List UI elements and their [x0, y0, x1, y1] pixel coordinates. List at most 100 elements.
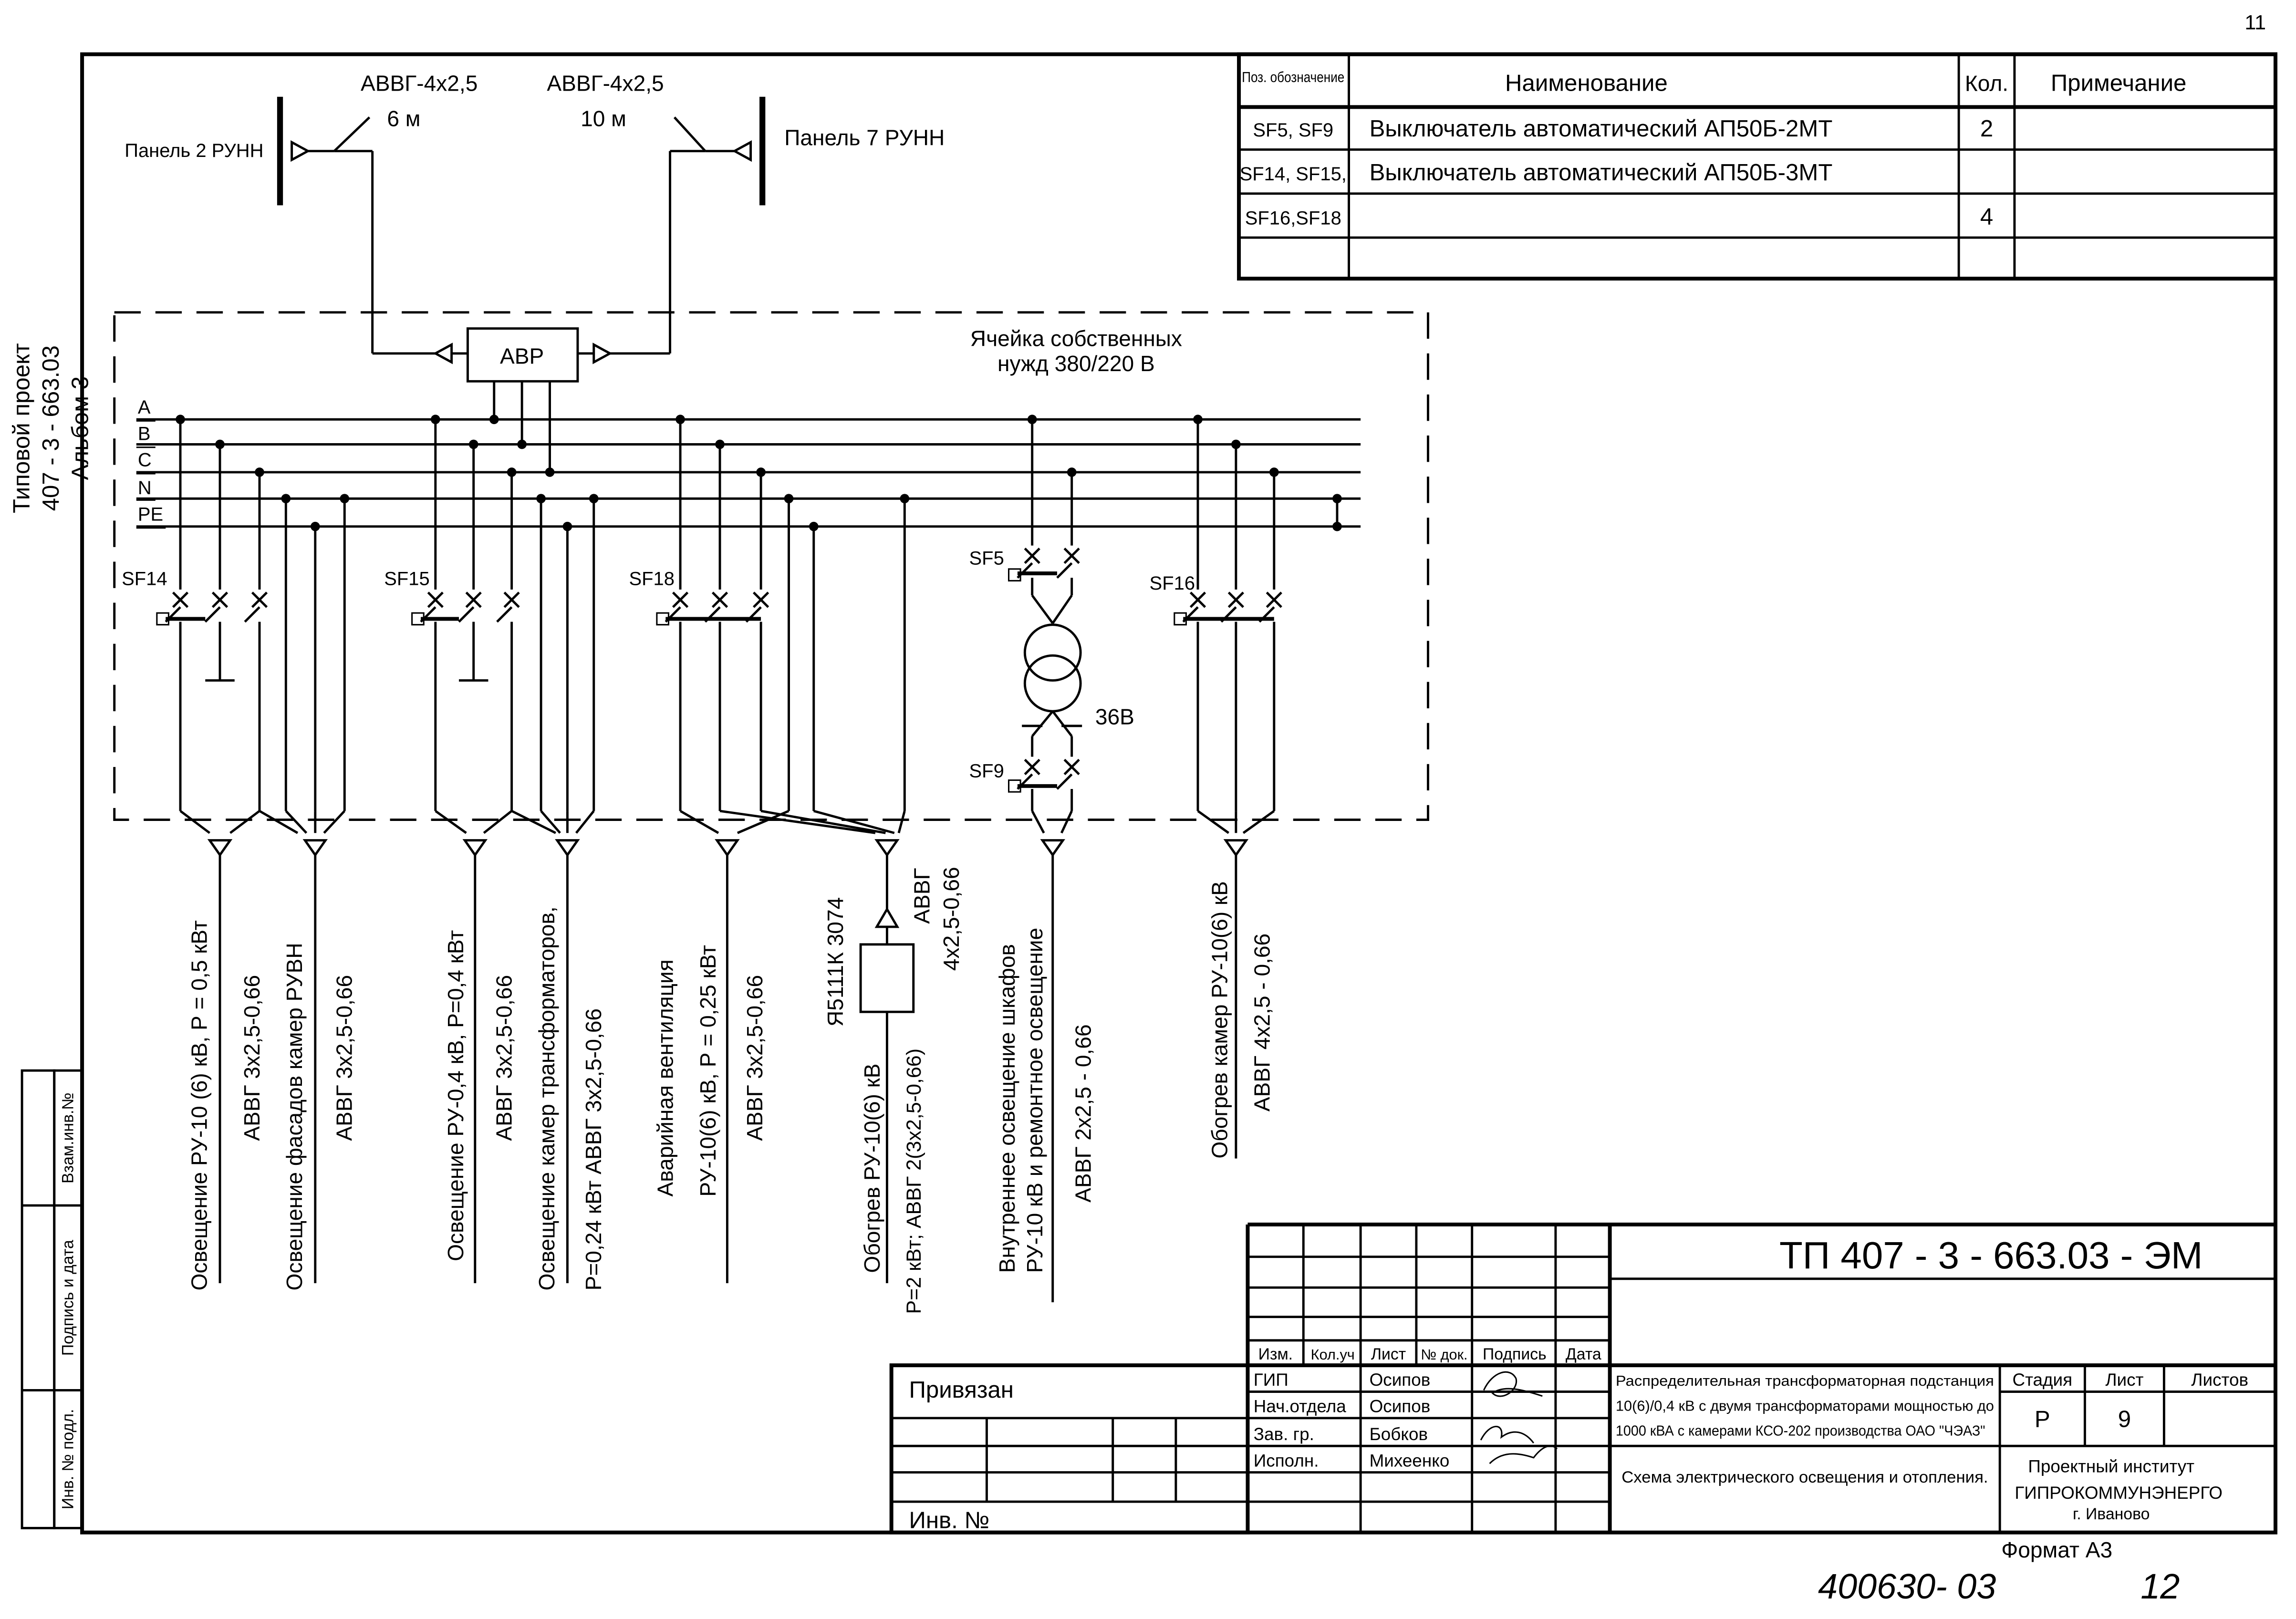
busbars: A B C N PE — [136, 397, 1361, 531]
sf14-label: SF14 — [122, 569, 167, 590]
load-3-label: Освещение РУ-0,4 кВ, Р=0,4 кВт — [443, 930, 468, 1261]
handwritten-page: 12 — [2140, 1567, 2180, 1606]
name-ispoln: Михеенко — [1370, 1451, 1450, 1470]
feeder-right: Панель 7 РУНН АВВГ-4х2,5 10 м — [547, 71, 945, 353]
cable1-length: 6 м — [387, 106, 420, 131]
bus-label-b: B — [138, 423, 151, 444]
panel-left-label: Панель 2 РУНН — [125, 140, 263, 161]
role-zav: Зав. гр. — [1254, 1424, 1314, 1444]
spec-row3-qty: 4 — [1980, 203, 1993, 229]
feeder-left: Панель 2 РУНН АВВГ-4х2,5 6 м — [125, 71, 478, 353]
name-nach: Осипов — [1370, 1397, 1431, 1416]
page-number: 11 — [2244, 11, 2266, 34]
description-line1: Распределительная трансформаторная подст… — [1616, 1372, 1994, 1389]
spec-row2-pos: SF14, SF15, — [1240, 164, 1347, 185]
sheet-value: 9 — [2118, 1406, 2131, 1432]
load-6-cable-a: АВВГ — [910, 868, 935, 924]
name-zav: Бобков — [1370, 1424, 1428, 1444]
side-stamp-inv-zam: Взам.инв.№ — [59, 1092, 77, 1183]
bus-label-pe: PE — [138, 504, 163, 525]
col-izm: Изм. — [1258, 1345, 1293, 1363]
sheets-label: Листов — [2191, 1370, 2248, 1390]
load-6-label: Обогрев РУ-10(6) кВ — [860, 1063, 884, 1273]
org-line1: Проектный институт — [2028, 1457, 2194, 1476]
side-stamp-sign-date: Подпись и дата — [59, 1240, 77, 1356]
load-5-label-b: РУ-10(6) кВ, Р = 0,25 кВт — [696, 945, 720, 1197]
spec-row3-pos: SF16,SF18 — [1245, 208, 1341, 228]
bus-label-n: N — [138, 477, 152, 498]
load-6-box-label: Я5111К 3074 — [823, 897, 848, 1027]
inv-no-label: Инв. № — [909, 1507, 990, 1533]
side-stamp-inv-podl: Инв. № подл. — [59, 1409, 77, 1510]
handwritten-code: 400630- 03 — [1818, 1567, 1996, 1606]
col-sign: Подпись — [1483, 1345, 1547, 1363]
sf15-label: SF15 — [384, 569, 429, 590]
title-block: Привязан Инв. № ТП 407 - 3 - 663.03 - ЭМ… — [889, 1223, 2275, 1606]
format-label: Формат А3 — [2001, 1537, 2112, 1562]
cell-title-line2: нужд 380/220 В — [997, 351, 1155, 376]
side-title-line1: Типовой проект — [8, 343, 34, 513]
description-line3: 1000 кВА с камерами КСО-202 производства… — [1616, 1422, 1985, 1439]
name-gip: Осипов — [1370, 1370, 1431, 1390]
spec-row1-name: Выключатель автоматический АП50Б-2МТ — [1370, 115, 1833, 142]
org-line2: ГИПРОКОММУНЭНЕРГО — [2015, 1483, 2223, 1503]
cable2-label: АВВГ-4х2,5 — [547, 71, 664, 96]
load-6-cable-b: 4х2,5-0,66 — [939, 867, 964, 971]
load-5-label: Аварийная вентиляция — [653, 959, 678, 1196]
side-title-line2: 407 - 3 - 663.03 — [38, 345, 64, 511]
avr-label: АВР — [500, 343, 544, 368]
sf15-group: SF15 — [384, 415, 599, 1283]
panel-right-label: Панель 7 РУНН — [784, 125, 945, 150]
bus-label-c: C — [138, 450, 152, 471]
col-ndok: № док. — [1421, 1346, 1467, 1363]
role-gip: ГИП — [1254, 1370, 1288, 1390]
avr-unit: АВР — [372, 327, 670, 472]
sf18-label: SF18 — [629, 569, 675, 590]
side-stamp: Взам.инв.№ Подпись и дата Инв. № подл. — [21, 1069, 83, 1529]
load-4-label-b: Р=0,24 кВт АВВГ 3х2,5-0,66 — [581, 1008, 606, 1290]
spec-row1-pos: SF5, SF9 — [1253, 120, 1333, 141]
spec-header-qty: Кол. — [1965, 71, 2008, 96]
drawing-name: Схема электрического освещения и отоплен… — [1621, 1468, 1988, 1486]
sf5-label: SF5 — [969, 548, 1004, 569]
sf5-sf9-group: 36В SF5 SF9 — [969, 415, 1134, 1302]
side-title: Типовой проект 407 - 3 - 663.03 Альбом 3 — [8, 343, 93, 513]
spec-header-pos: Поз. обозначение — [1242, 69, 1344, 85]
load-1-cable: АВВГ 3х2,5-0,66 — [239, 975, 264, 1141]
spec-header-name: Наименование — [1505, 70, 1668, 96]
load-2-cable: АВВГ 3х2,5-0,66 — [332, 975, 357, 1141]
description-line2: 10(6)/0,4 кВ с двумя трансформаторами мо… — [1616, 1397, 1994, 1414]
org-line3: г. Иваново — [2073, 1505, 2150, 1523]
load-6-label-b: Р=2 кВт; АВВГ 2(3х2,5-0,66) — [903, 1048, 925, 1314]
spec-header-note: Примечание — [2051, 70, 2187, 96]
signature-zav — [1480, 1425, 1558, 1464]
bus-label-a: A — [138, 397, 151, 418]
sf18-group: SF18 — [629, 415, 915, 1283]
sf16-label: SF16 — [1150, 573, 1195, 594]
stage-value: Р — [2035, 1406, 2050, 1432]
cell-boundary — [113, 311, 1429, 821]
load-labels: Освещение РУ-10 (6) кВ, Р = 0,5 кВт АВВГ… — [187, 867, 1274, 1314]
sf9-label: SF9 — [969, 760, 1004, 781]
cell-title-line1: Ячейка собственных — [970, 326, 1182, 351]
spec-row1-qty: 2 — [1980, 115, 1993, 142]
spec-table: Поз. обозначение Наименование Кол. Приме… — [1237, 52, 2277, 281]
sf16-group: SF16 — [1150, 415, 1282, 1159]
load-8-label: Обогрев камер РУ-10(6) кВ — [1207, 881, 1232, 1159]
load-1-label: Освещение РУ-10 (6) кВ, Р = 0,5 кВт — [187, 920, 211, 1290]
spec-row2-name: Выключатель автоматический АП50Б-3МТ — [1370, 159, 1833, 186]
signature-gip — [1483, 1371, 1543, 1397]
col-date: Дата — [1566, 1345, 1601, 1363]
load-4-label: Освещение камер трансформаторов, — [534, 906, 559, 1290]
transformer-voltage: 36В — [1095, 705, 1134, 729]
sheet-label: Лист — [2105, 1370, 2143, 1390]
load-7-cable: АВВГ 2х2,5 - 0,66 — [1071, 1024, 1096, 1202]
load-2-label: Освещение фасадов камер РУВН — [282, 943, 307, 1290]
cable2-length: 10 м — [581, 106, 626, 131]
load-3-cable: АВВГ 3х2,5-0,66 — [492, 975, 517, 1141]
load-8-cable: АВВГ 4х2,5 - 0,66 — [1250, 934, 1275, 1111]
bound-label: Привязан — [909, 1377, 1014, 1403]
drawing-frame — [80, 52, 2277, 1535]
side-title-line3: Альбом 3 — [67, 376, 93, 480]
